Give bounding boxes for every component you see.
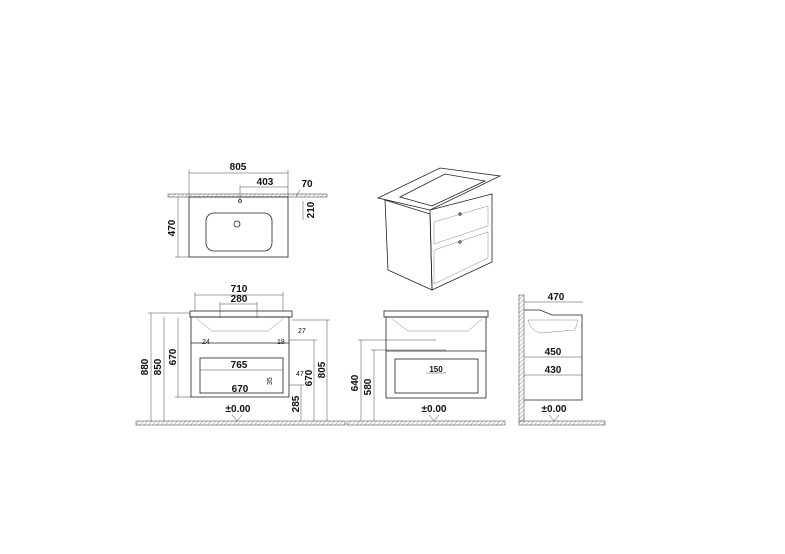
floor [346, 420, 506, 426]
iso-top [376, 167, 502, 211]
dim-27: 27 [298, 328, 306, 335]
dim-805: 805 [317, 361, 328, 378]
dim-580: 580 [363, 378, 374, 395]
countertop [383, 310, 489, 318]
cabinet [190, 316, 290, 398]
dim-285: 285 [291, 395, 302, 412]
top-view: 805 403 70 210 470 [167, 162, 328, 258]
front-view-2: 150 640 580 ±0.00 [346, 310, 506, 426]
floor-level: ±0.00 [226, 404, 251, 415]
dim-210: 210 [306, 201, 317, 218]
wall [518, 294, 525, 422]
floor-level: ±0.00 [422, 404, 447, 415]
cabinet-side [524, 309, 583, 401]
dim-640: 640 [350, 374, 361, 391]
cabinet [385, 316, 487, 399]
side-view: 470 450 430 ±0.00 [518, 292, 606, 426]
dim-35: 35 [267, 377, 274, 385]
countertop [189, 310, 293, 318]
dim-430: 430 [545, 365, 562, 376]
basin-bowl [205, 212, 273, 252]
dim-280: 280 [231, 294, 248, 305]
drawer-panel [394, 358, 479, 394]
dim-670-width: 670 [232, 384, 249, 395]
dim-450: 450 [545, 347, 562, 358]
dim-805: 805 [230, 162, 247, 173]
dim-670-right: 670 [304, 369, 315, 386]
dim-880: 880 [140, 358, 151, 375]
dim-765: 765 [231, 360, 248, 371]
floor-level: ±0.00 [542, 404, 567, 415]
floor [135, 420, 346, 426]
dim-24: 24 [202, 339, 210, 346]
dim-70: 70 [301, 179, 313, 190]
front-view: 710 280 765 670 24 18 35 27 47 880 850 6… [135, 284, 346, 426]
floor [518, 420, 606, 426]
dim-470: 470 [548, 292, 565, 303]
basin-outline [188, 196, 289, 258]
dim-47: 47 [296, 371, 304, 378]
dim-470: 470 [167, 219, 178, 236]
dim-150: 150 [429, 365, 443, 374]
dim-403: 403 [257, 177, 274, 188]
iso-side [384, 199, 433, 291]
dim-670-height: 670 [168, 348, 179, 365]
isometric-view [376, 167, 502, 291]
dim-710: 710 [231, 284, 248, 295]
countertop-section [167, 193, 328, 198]
dim-850: 850 [153, 358, 164, 375]
drain-hole [233, 220, 241, 228]
iso-basin [398, 173, 487, 207]
dim-18: 18 [277, 339, 285, 346]
